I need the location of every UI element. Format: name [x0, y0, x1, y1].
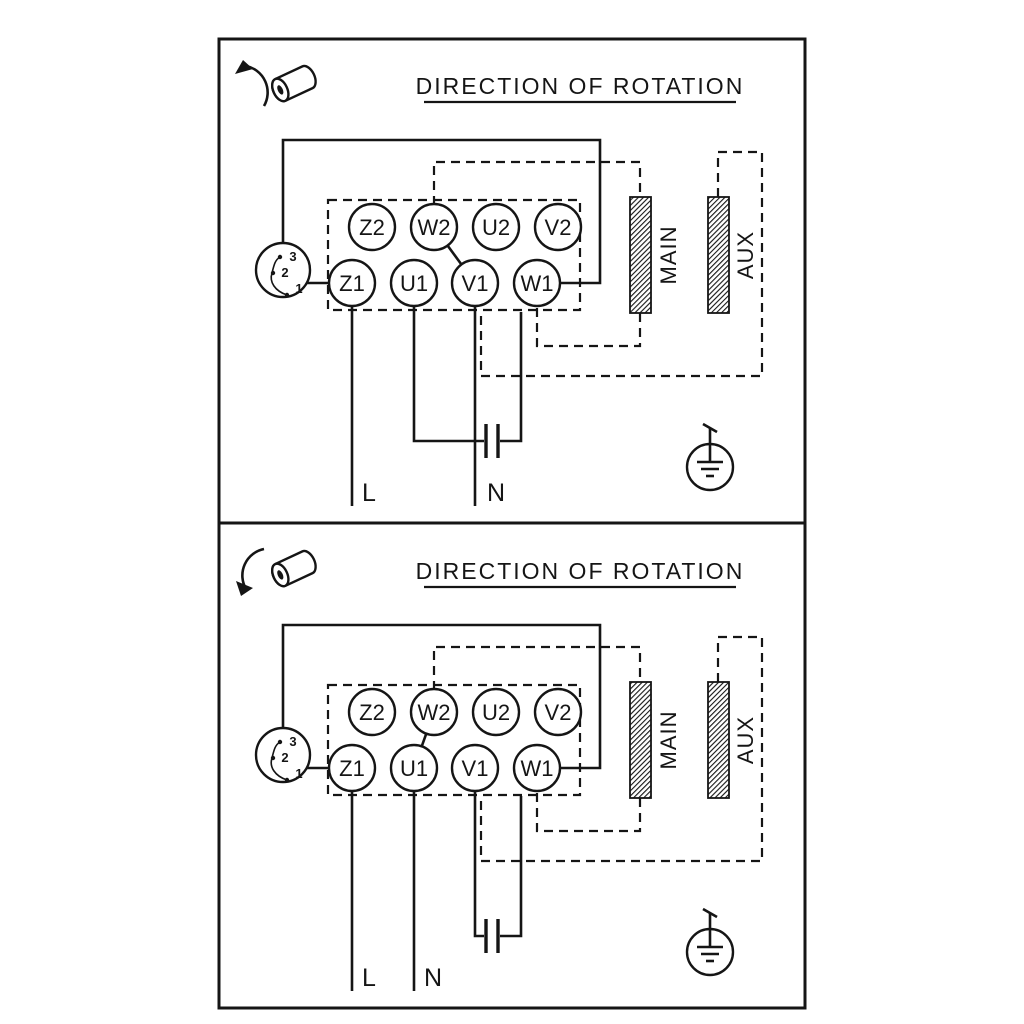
capacitor-right-lead: [500, 312, 523, 443]
panel-border: [217, 521, 807, 1010]
line-label: L: [362, 964, 376, 992]
wire-aux-loop: [479, 635, 764, 863]
panel-bottom: DIRECTION OF ROTATION: [217, 521, 807, 1010]
terminal-u1: [389, 743, 439, 793]
terminal-u1-label: U1: [400, 756, 428, 781]
terminal-z2: [347, 687, 397, 737]
selector-label-2: 2: [281, 265, 288, 280]
terminal-v2: [533, 687, 583, 737]
terminal-w2-label: W2: [418, 700, 451, 725]
selector-switch: 3 2 1: [254, 726, 329, 784]
neutral-label: N: [487, 479, 505, 507]
terminal-w2-label: W2: [418, 215, 451, 240]
terminal-u1: [389, 258, 439, 308]
terminal-z1-label: Z1: [339, 271, 365, 296]
terminal-u2: [471, 687, 521, 737]
aux-winding-bar: [707, 196, 730, 314]
main-winding-bar: [629, 681, 652, 799]
wire-w2-to-main-top: [432, 645, 642, 690]
terminal-w1-label: W1: [521, 756, 554, 781]
ground-stem-tick: [702, 907, 718, 919]
capacitor-symbol: [412, 306, 523, 458]
wire-selector-to-w1: [281, 138, 602, 285]
panel-title: DIRECTION OF ROTATION: [416, 558, 745, 584]
wire-aux-loop: [479, 150, 764, 378]
terminal-z2: [347, 202, 397, 252]
terminal-v2: [533, 202, 583, 252]
aux-winding-bar: [707, 681, 730, 799]
selector-switch: 3 2 1: [254, 241, 329, 299]
selector-label-1: 1: [295, 766, 302, 781]
terminal-box: [326, 683, 582, 797]
wire-selector-to-w1: [281, 623, 602, 770]
panel-title: DIRECTION OF ROTATION: [416, 73, 745, 99]
shaft-rotation-icon: [235, 60, 317, 107]
selector-label-1: 1: [295, 281, 302, 296]
terminal-w1-label: W1: [521, 271, 554, 296]
terminal-v2-label: V2: [545, 215, 572, 240]
terminal-z2-label: Z2: [359, 215, 385, 240]
terminal-u1-label: U1: [400, 271, 428, 296]
terminal-w2: [409, 202, 459, 252]
shaft-center-hole: [277, 570, 284, 580]
selector-dot-1: [284, 292, 290, 298]
selector-circle: [254, 726, 312, 784]
capacitor-left-lead: [473, 791, 484, 938]
capacitor-left-lead: [412, 306, 484, 443]
selector-dot-2: [270, 755, 276, 761]
selector-dot-3: [277, 254, 283, 260]
terminal-z2-label: Z2: [359, 700, 385, 725]
terminal-u2-label: U2: [482, 215, 510, 240]
wire-w2-to-main-top: [432, 160, 642, 205]
rotation-arrow-arc: [245, 64, 269, 107]
terminal-v2-label: V2: [545, 700, 572, 725]
terminal-v1: [450, 743, 500, 793]
selector-dot-2: [270, 270, 276, 276]
aux-winding-label: AUX: [733, 231, 758, 279]
main-winding-bar: [629, 196, 652, 314]
selector-circle: [254, 241, 312, 299]
earth-ground-icon: [685, 907, 735, 977]
rotation-arrow-arc: [241, 547, 265, 590]
earth-ground-icon: [685, 422, 735, 492]
terminal-u2: [471, 202, 521, 252]
aux-winding-label: AUX: [733, 716, 758, 764]
wire-main-bottom-to-w1: [535, 307, 642, 348]
wire-main-bottom-to-w1: [535, 792, 642, 833]
panel-top: DIRECTION OF ROTATION: [217, 37, 807, 525]
selector-dot-1: [284, 777, 290, 783]
neutral-label: N: [424, 964, 442, 992]
rotation-arrow-head: [235, 60, 253, 74]
selector-label-3: 3: [289, 249, 296, 264]
terminal-w1: [512, 258, 562, 308]
main-winding-label: MAIN: [656, 226, 681, 285]
line-label: L: [362, 479, 376, 507]
selector-dot-3: [277, 739, 283, 745]
terminal-w1: [512, 743, 562, 793]
capacitor-symbol: [473, 791, 523, 953]
terminal-w2: [409, 687, 459, 737]
terminal-box: [326, 198, 582, 312]
rotation-arrow-head: [236, 581, 253, 596]
terminal-v1-label: V1: [462, 756, 489, 781]
main-winding-label: MAIN: [656, 711, 681, 770]
shaft-center-hole: [277, 85, 284, 95]
ground-stem-tick: [702, 422, 718, 434]
terminal-v1-label: V1: [462, 271, 489, 296]
selector-label-2: 2: [281, 750, 288, 765]
terminal-v1: [450, 258, 500, 308]
selector-label-3: 3: [289, 734, 296, 749]
capacitor-right-lead: [500, 796, 523, 938]
terminal-z1-label: Z1: [339, 756, 365, 781]
shaft-rotation-icon: [236, 547, 317, 596]
terminal-u2-label: U2: [482, 700, 510, 725]
